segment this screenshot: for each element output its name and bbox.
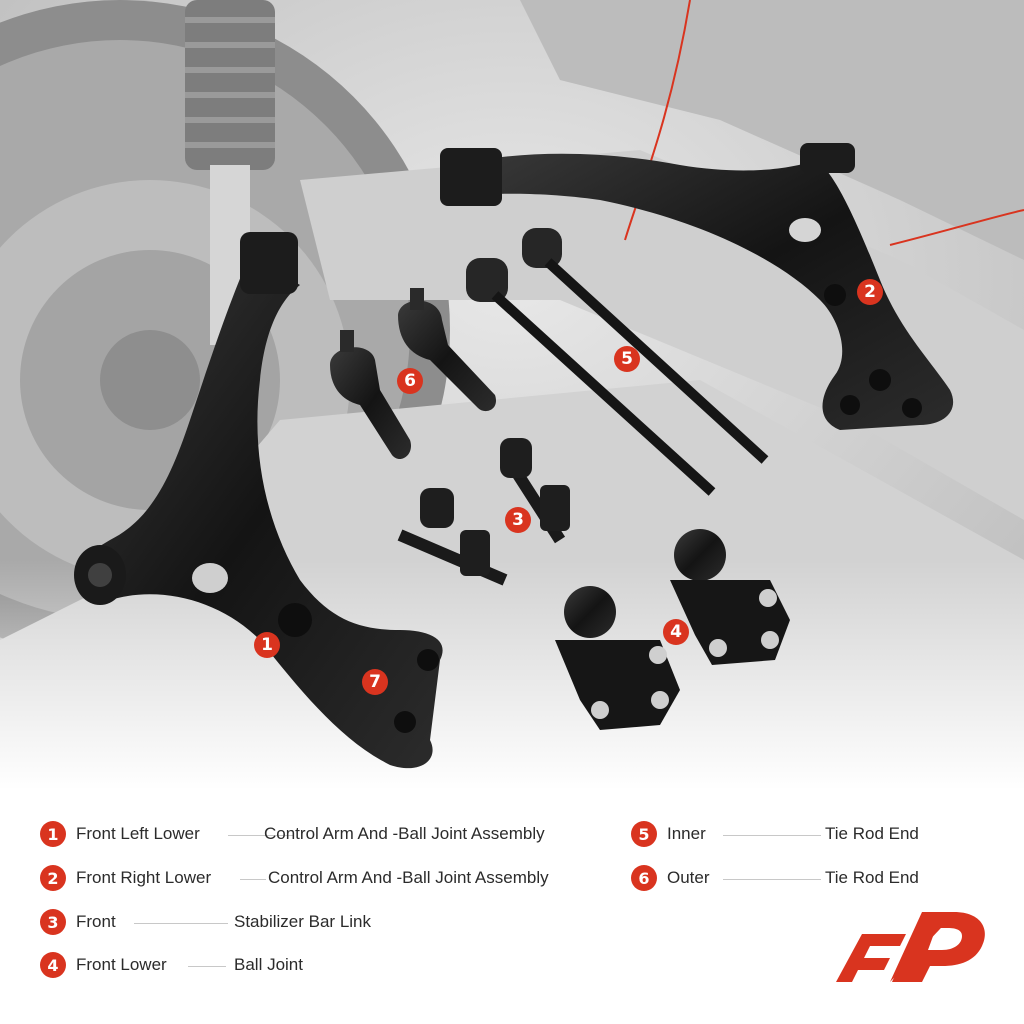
a-premium-logo-icon xyxy=(836,912,985,982)
legend-number: 4 xyxy=(40,952,66,978)
right-control-arm xyxy=(440,143,954,430)
legend-part: Stabilizer Bar Link xyxy=(234,912,372,931)
legend-part: Ball Joint xyxy=(234,955,303,974)
legend-item: 2 Front Right Lower Control Arm And -Bal… xyxy=(40,864,610,894)
product-photo xyxy=(0,0,1024,790)
legend-part: Tie Rod End xyxy=(825,824,919,843)
legend-position: Front Lower xyxy=(76,955,167,974)
legend-number: 1 xyxy=(40,821,66,847)
legend-item: 5 Inner Tie Rod End xyxy=(631,820,961,850)
legend-part: Control Arm And -Ball Joint Assembly xyxy=(268,868,549,887)
legend-position: Front xyxy=(76,912,116,931)
stabilizer-bar-links xyxy=(397,438,570,586)
legend-number: 2 xyxy=(40,865,66,891)
outer-tie-rod-ends xyxy=(330,288,497,460)
legend-position: Inner xyxy=(667,824,706,843)
legend-item: 6 Outer Tie Rod End xyxy=(631,864,961,894)
legend-number: 3 xyxy=(40,909,66,935)
lower-ball-joints xyxy=(555,529,790,730)
callout-badge: 3 xyxy=(505,507,531,533)
legend-item: 1 Front Left Lower Control Arm And -Ball… xyxy=(40,820,610,850)
legend-position: Outer xyxy=(667,868,710,887)
callout-badge: 7 xyxy=(362,669,388,695)
callout-badge: 2 xyxy=(857,279,883,305)
legend-divider xyxy=(723,835,821,836)
legend-divider xyxy=(188,966,226,967)
legend-divider xyxy=(228,835,294,836)
legend-divider xyxy=(723,879,821,880)
legend-divider xyxy=(134,923,228,924)
legend-divider xyxy=(240,879,266,880)
left-control-arm xyxy=(74,232,443,769)
legend-part: Control Arm And -Ball Joint Assembly xyxy=(264,824,545,843)
callout-badge: 6 xyxy=(397,368,423,394)
callout-badge: 5 xyxy=(614,346,640,372)
legend-part: Tie Rod End xyxy=(825,868,919,887)
inner-tie-rod-ends xyxy=(466,228,769,496)
legend-item: 4 Front Lower Ball Joint xyxy=(40,951,400,981)
legend-number: 6 xyxy=(631,865,657,891)
legend-number: 5 xyxy=(631,821,657,847)
callout-badge: 4 xyxy=(663,619,689,645)
callout-badge: 1 xyxy=(254,632,280,658)
legend-position: Front Left Lower xyxy=(76,824,200,843)
legend-position: Front Right Lower xyxy=(76,868,212,887)
legend-item: 3 Front Stabilizer Bar Link xyxy=(40,908,460,938)
